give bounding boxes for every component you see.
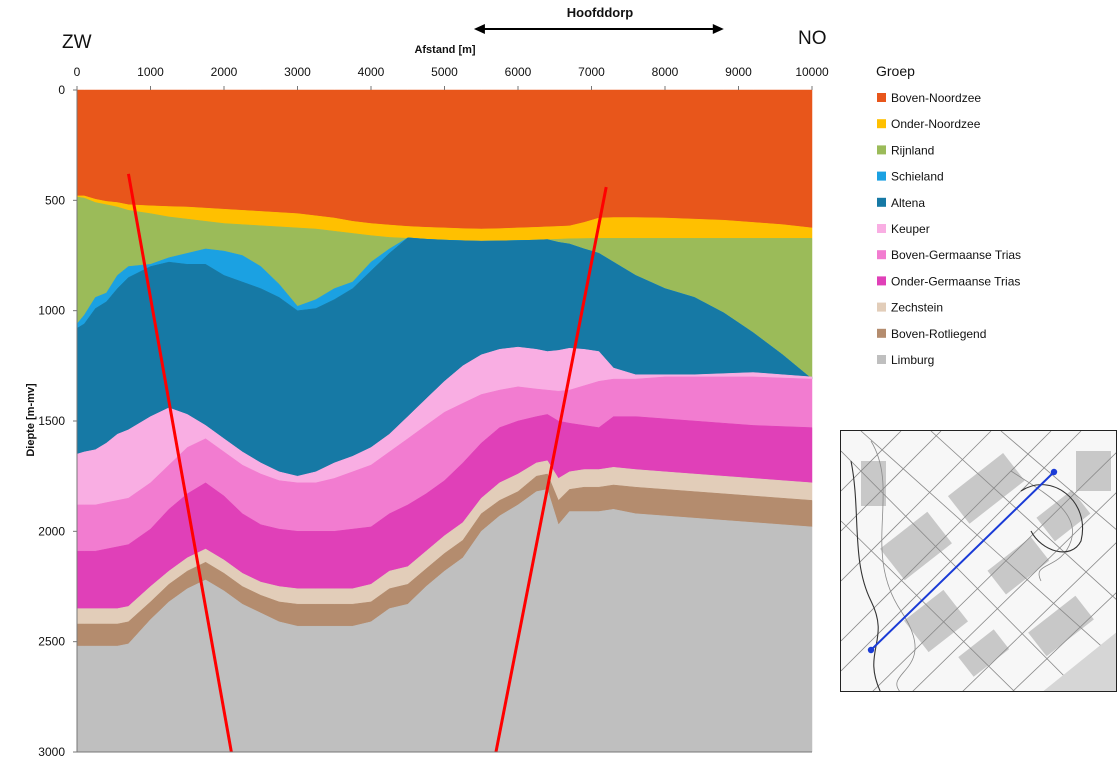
legend-swatch [877,355,886,364]
legend-label: Onder-Germaanse Trias [891,274,1020,288]
x-tick-label: 5000 [431,65,458,79]
y-tick-label: 500 [45,193,65,207]
x-tick-label: 8000 [652,65,679,79]
x-tick-label: 6000 [505,65,532,79]
legend-swatch [877,119,886,129]
legend-swatch [877,302,886,312]
arrowhead-left [473,24,485,34]
legend-swatch [877,145,886,155]
y-tick-label: 1000 [38,304,65,318]
legend-swatch [877,250,886,260]
x-tick-label: 7000 [578,65,605,79]
x-tick-label: 3000 [284,65,311,79]
layer-areas [76,89,813,753]
location-map [840,430,1117,692]
arrowhead-right [712,24,724,34]
legend-swatch [877,328,886,338]
hoofddorp-annotation: Hoofddorp [473,5,724,34]
legend-label: Boven-Rotliegend [891,327,986,341]
legend-swatch [877,276,886,286]
fault-line-2 [494,186,608,753]
legend-label: Schieland [891,170,944,184]
x-tick-label: 2000 [211,65,238,79]
section-line [870,471,1055,651]
legend-swatch [877,171,886,181]
legend-label: Boven-Germaanse Trias [891,248,1021,262]
x-tick-label: 9000 [725,65,752,79]
y-tick-label: 0 [58,83,65,97]
legend-title: Groep [876,63,915,79]
legend: Groep Boven-NoordzeeOnder-NoordzeeRijnla… [876,63,1021,367]
hoofddorp-label: Hoofddorp [567,5,633,20]
legend-label: Keuper [891,222,930,236]
x-tick-label: 0 [74,65,81,79]
x-tick-label: 4000 [358,65,385,79]
legend-label: Altena [891,196,925,210]
legend-label: Limburg [891,353,934,367]
legend-label: Zechstein [891,301,943,315]
legend-label: Onder-Noordzee [891,117,981,131]
legend-swatch [877,93,886,102]
x-tick-label: 10000 [795,65,829,79]
y-tick-label: 2500 [38,635,65,649]
y-tick-label: 2000 [38,524,65,538]
legend-label: Boven-Noordzee [891,91,981,105]
x-tick-label: 1000 [137,65,164,79]
x-axis-title: Afstand [m] [414,44,475,56]
legend-label: Rijnland [891,143,934,157]
left-direction-label: ZW [62,32,92,53]
legend-swatch [877,224,886,233]
y-axis-title: Diepte [m-mv] [25,383,37,457]
y-tick-label: 3000 [38,745,65,758]
legend-swatch [877,197,886,207]
fault-lines [126,173,608,753]
y-tick-label: 1500 [38,414,65,428]
right-direction-label: NO [798,28,827,49]
fault-line-1 [126,173,233,753]
